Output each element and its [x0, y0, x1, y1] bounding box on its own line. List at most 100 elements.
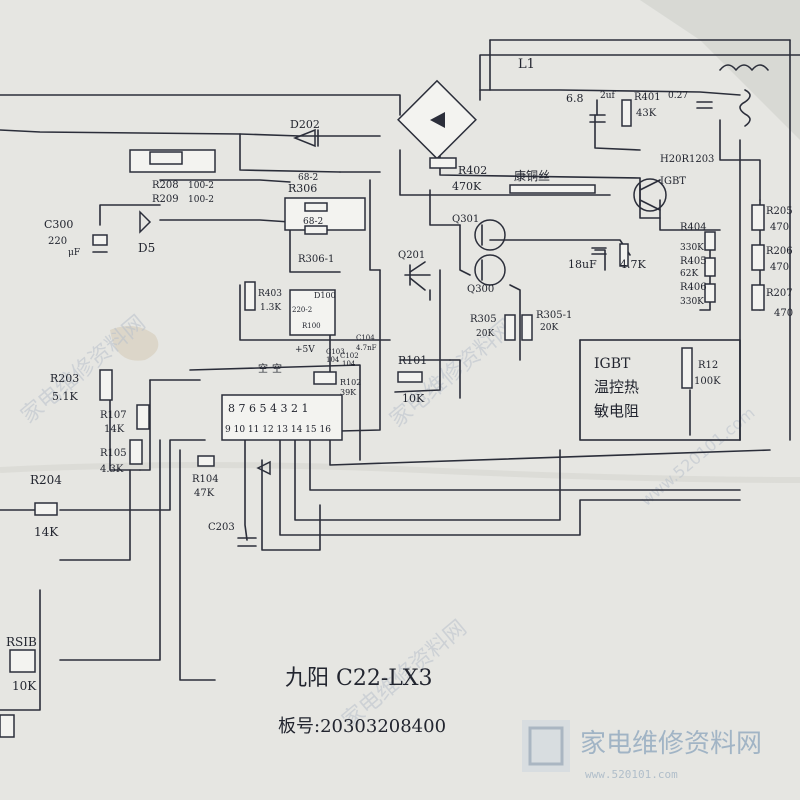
capacitor-c300	[92, 234, 108, 253]
transistor-q300	[474, 254, 506, 286]
resistor-r401	[621, 99, 632, 127]
label-c104: C104	[356, 334, 375, 342]
label-r306-value: 68-2	[298, 173, 318, 183]
label-r403-value: 1.3K	[260, 303, 281, 313]
label-r100-value: 220-2	[292, 306, 312, 314]
label-c-6-8: 6.8	[566, 92, 584, 105]
label-r406: R406	[680, 282, 707, 293]
diode-d100-block	[289, 289, 336, 336]
label-c300: C300	[44, 218, 73, 231]
inductor-l1	[719, 64, 769, 127]
label-igbt: IGBT	[660, 176, 686, 187]
label-rsib: RSIB	[6, 635, 37, 649]
paper-shadow	[640, 0, 800, 140]
label-r406-value: 330K	[680, 297, 704, 307]
resistor-r306-b	[304, 225, 328, 235]
label-r209-value: 100-2	[188, 195, 214, 205]
label-ic-top-pins: 8 7 6 5 4 3 2 1	[228, 402, 308, 415]
label-r12: R12	[698, 360, 718, 371]
capacitor-2uf	[589, 99, 606, 123]
label-plus5v: +5V	[295, 345, 315, 355]
label-rsib-value: 10K	[12, 679, 37, 693]
paper-stain	[110, 326, 159, 361]
label-r-4-7k: 4.7K	[620, 258, 646, 271]
label-c-2uf: 2uf	[600, 91, 616, 101]
label-r404: R404	[680, 222, 707, 233]
resistor-r102	[313, 371, 337, 385]
resistor-r305	[504, 314, 516, 341]
label-d202: D202	[290, 118, 320, 131]
label-r405-value: 62K	[680, 269, 698, 279]
thermistor-block	[579, 339, 741, 441]
label-shunt-wire: 康铜丝	[514, 168, 550, 183]
label-r402-value: 470K	[452, 180, 482, 193]
capacitor-0-27	[696, 101, 713, 109]
label-c203: C203	[208, 522, 235, 533]
resistor-r104	[197, 455, 215, 467]
label-q301: Q301	[452, 214, 479, 225]
label-c-18uf: 18uF	[568, 258, 597, 271]
resistor-r204	[34, 502, 58, 516]
resistor-r305-1	[521, 314, 533, 341]
resistor-r403	[244, 281, 256, 311]
resistor-r101	[397, 371, 423, 383]
label-r306-value-2: 68-2	[303, 217, 323, 227]
label-c103: C103	[326, 348, 345, 356]
label-r204: R204	[30, 473, 62, 487]
label-r401: R401	[634, 92, 661, 103]
resistor-r12	[681, 347, 693, 389]
label-r305-1-value: 20K	[540, 323, 558, 333]
label-d5: D5	[138, 241, 155, 255]
label-r12-value: 100K	[694, 376, 721, 387]
watermark-url: www.520101.com	[585, 768, 678, 781]
watermark-footer: 家电维修资料网 www.520101.com	[580, 729, 762, 781]
shunt-wire	[509, 184, 596, 194]
label-r305: R305	[470, 314, 497, 325]
label-r404-value: 330K	[680, 243, 704, 253]
board-number: 板号:20303208400	[278, 716, 446, 737]
ic-chip	[221, 394, 343, 441]
transistor-q301	[474, 219, 506, 251]
label-q300: Q300	[467, 284, 494, 295]
label-r207-value: 470	[774, 308, 793, 319]
label-c300-unit: μF	[68, 248, 80, 258]
label-r305-value: 20K	[476, 329, 494, 339]
capacitor-18uf	[591, 247, 607, 255]
label-c300-value: 220	[48, 236, 67, 247]
label-r402: R402	[458, 164, 487, 177]
label-r209: R209	[152, 194, 179, 205]
label-kong-2: 空	[272, 362, 282, 375]
label-r107-value: 14K	[104, 424, 125, 435]
label-r100: R100	[302, 322, 321, 330]
resistor-r107	[136, 404, 150, 430]
label-r401-value: 43K	[636, 108, 657, 119]
label-l1: L1	[518, 57, 535, 72]
label-c102: C102	[340, 352, 359, 360]
label-r102: R102	[340, 378, 361, 387]
label-r107: R107	[100, 410, 127, 421]
label-r104-value: 47K	[194, 488, 215, 499]
label-d100: D100	[314, 291, 336, 300]
component-labels: L1 6.8 2uf R401 43K 0.27 D202 R208 100-2…	[6, 57, 793, 693]
label-q201: Q201	[398, 250, 425, 261]
label-c102-value: 104	[342, 360, 356, 368]
label-r305-1: R305-1	[536, 310, 572, 321]
label-r206-value: 470	[770, 262, 789, 273]
resistor-r404	[704, 231, 716, 251]
label-r104: R104	[192, 474, 219, 485]
label-r203: R203	[50, 372, 79, 385]
resistor-4-7k	[619, 243, 629, 267]
resistor-r406	[704, 283, 716, 303]
watermark-logo	[522, 720, 570, 772]
label-r207: R207	[766, 288, 793, 299]
label-c104-value: 4.7nF	[356, 344, 377, 352]
capacitor-c203	[237, 537, 257, 547]
label-r403: R403	[258, 289, 282, 299]
label-r206: R206	[766, 246, 793, 257]
label-kong-1: 空	[258, 362, 268, 375]
resistor-r206	[751, 244, 765, 271]
label-igbt-thermistor-3: 敏电阻	[594, 402, 639, 420]
model-title: 九阳 C22-LX3	[285, 666, 433, 691]
label-igbt-thermistor-1: IGBT	[594, 356, 631, 372]
